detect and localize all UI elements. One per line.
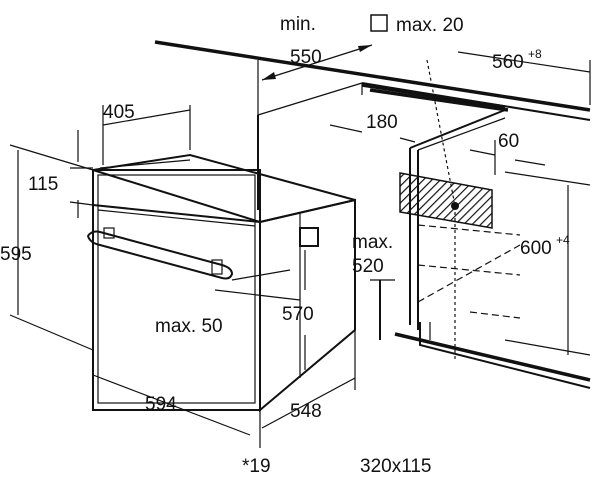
label-560-tol: +8: [528, 47, 542, 61]
oven-top-inner: [99, 159, 191, 169]
dim-594-line: [92, 374, 251, 436]
label-600-tol: +4: [556, 233, 570, 247]
label-max50: max. 50: [155, 316, 223, 337]
square-outline-icon: [370, 14, 388, 32]
dim-595-ext-bottom: [9, 314, 94, 351]
dim-550-line: [261, 44, 373, 81]
side-bracket: [299, 227, 319, 247]
niche-dashed-1: [417, 224, 521, 236]
handle-left-mount: [103, 227, 115, 239]
dim-548-line: [261, 377, 356, 429]
label-60: 60: [498, 131, 519, 152]
back-beam: [369, 88, 509, 112]
oven-front: [92, 169, 261, 411]
label-405: 405: [103, 102, 135, 123]
dim-max50-line-2: [231, 269, 291, 281]
label-600: 600: [520, 238, 552, 259]
label-550: 550: [290, 47, 322, 68]
vent-hatch: [399, 172, 493, 229]
oven: [86, 153, 356, 413]
vent-dotted-line-top: [426, 59, 456, 207]
dimensions: [9, 44, 591, 448]
label-595: 595: [0, 244, 32, 265]
dim-405-line: [102, 109, 191, 126]
bottom-plinth: [419, 322, 591, 389]
handle-right-mount: [211, 259, 223, 275]
dimension-labels: min. 550 max. 20 560 +8 405 180 60 115 5…: [0, 14, 570, 477]
oven-handle: [86, 230, 234, 280]
bottom-shelf: [394, 332, 591, 382]
niche-dashed-3: [417, 244, 521, 303]
label-560: 560: [492, 52, 524, 73]
niche-dashed-2: [417, 264, 521, 276]
label-115: 115: [28, 174, 58, 195]
label-548: 548: [290, 401, 322, 422]
control-panel-line: [92, 204, 261, 223]
niche-dashed-4: [469, 311, 521, 319]
dim-560-line: [457, 51, 591, 73]
label-min: min.: [280, 14, 316, 35]
label-594: 594: [145, 394, 177, 415]
label-520: 520: [352, 256, 384, 277]
ventilation-opening: [399, 59, 493, 360]
dim-60-line-left: [469, 149, 496, 156]
label-max20: max. 20: [396, 15, 464, 36]
dim-550-arrow-right: [358, 45, 372, 52]
cabinet-right-top: [409, 109, 506, 149]
dim-115-ext-bottom: [69, 201, 94, 206]
dim-550-arrow-left: [262, 72, 276, 80]
label-max520-max: max.: [352, 232, 393, 253]
label-180: 180: [366, 112, 398, 133]
dim-180-line: [329, 124, 363, 133]
label-vent-size: 320x115: [360, 456, 432, 477]
label-footnote: *19: [242, 456, 271, 477]
dim-600-ext-top: [504, 171, 591, 186]
dim-60-line-right: [514, 159, 546, 166]
dim-180-line-right: [399, 137, 416, 143]
worktop-line: [154, 40, 591, 112]
cabinet-niche: [154, 40, 591, 389]
label-570: 570: [282, 304, 314, 325]
control-panel-line-inner: [97, 209, 256, 227]
dim-595-ext-top: [9, 144, 94, 171]
oven-front-inner: [97, 174, 256, 404]
dim-max50-line: [214, 289, 301, 301]
cabinet-top-left-edge: [257, 82, 363, 116]
dim-600-ext-bottom: [504, 339, 591, 356]
cabinet-right-top-inner: [417, 117, 506, 151]
